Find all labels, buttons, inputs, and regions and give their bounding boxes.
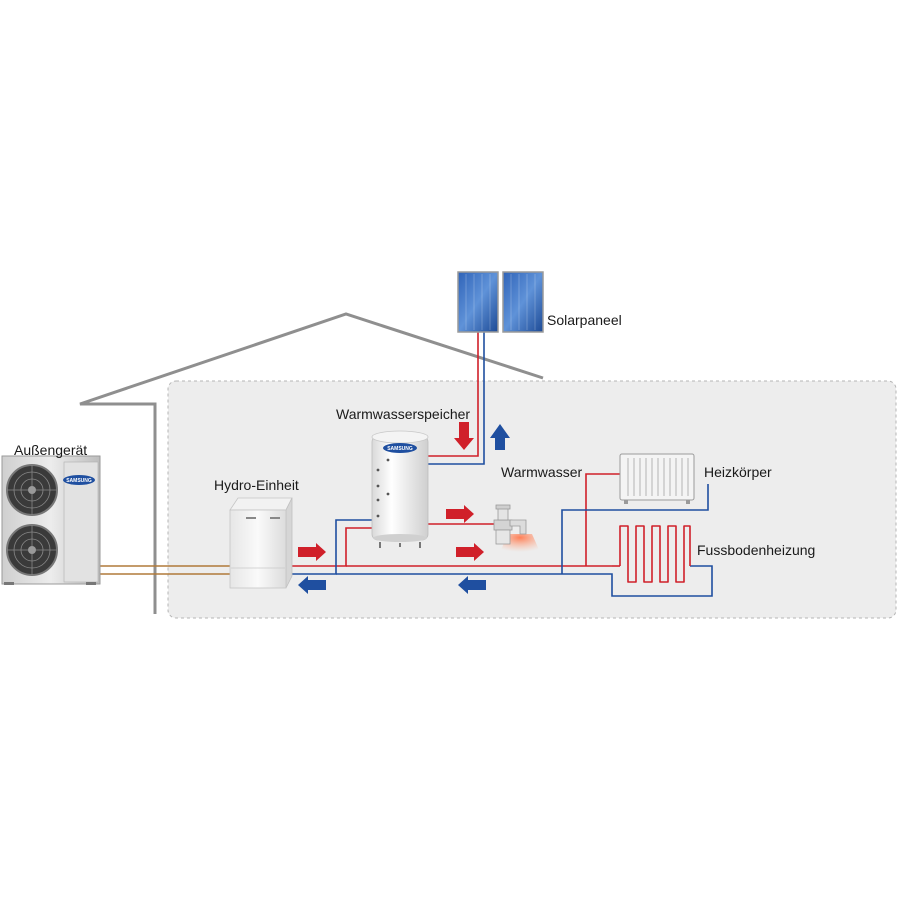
- hot-water-tank: SAMSUNG: [371, 430, 429, 548]
- supply-pipes: [290, 473, 620, 567]
- arrow-right-hotwater: [446, 505, 474, 523]
- arrow-up-solar: [490, 424, 510, 450]
- refrigerant-pipes: [100, 565, 232, 575]
- house-interior: [167, 380, 897, 619]
- flow-arrows: [298, 422, 510, 594]
- outdoor-unit-label: Außengerät: [14, 442, 88, 458]
- faucet: [493, 504, 540, 552]
- house-outline: [79, 312, 544, 614]
- hot-water-tank-label: Warmwasserspeicher: [336, 406, 471, 422]
- hydro-unit: [229, 497, 293, 589]
- arrow-left-return-2: [458, 576, 486, 594]
- arrow-right-supply-2: [456, 543, 484, 561]
- arrow-down-solar: [454, 422, 474, 450]
- floor-heating-coil: [619, 525, 691, 583]
- outdoor-unit: SAMSUNG: [1, 455, 101, 585]
- radiator: [619, 453, 695, 504]
- solar-panel-label: Solarpaneel: [547, 312, 622, 328]
- arrow-left-return-1: [298, 576, 326, 594]
- solar-panel: [457, 271, 544, 333]
- hot-water-label: Warmwasser: [501, 464, 583, 480]
- arrow-right-supply-1: [298, 543, 326, 561]
- floor-heating-label: Fussbodenheizung: [697, 542, 816, 558]
- samsung-logo-outdoor: [63, 475, 95, 485]
- samsung-logo-outdoor-text: SAMSUNG: [66, 478, 92, 484]
- samsung-logo-tank: [383, 443, 417, 453]
- samsung-logo-tank-text: SAMSUNG: [387, 446, 413, 452]
- hydro-unit-label: Hydro-Einheit: [214, 477, 299, 493]
- radiator-label: Heizkörper: [704, 464, 772, 480]
- return-pipes: [290, 484, 713, 597]
- solar-pipes: [428, 332, 485, 465]
